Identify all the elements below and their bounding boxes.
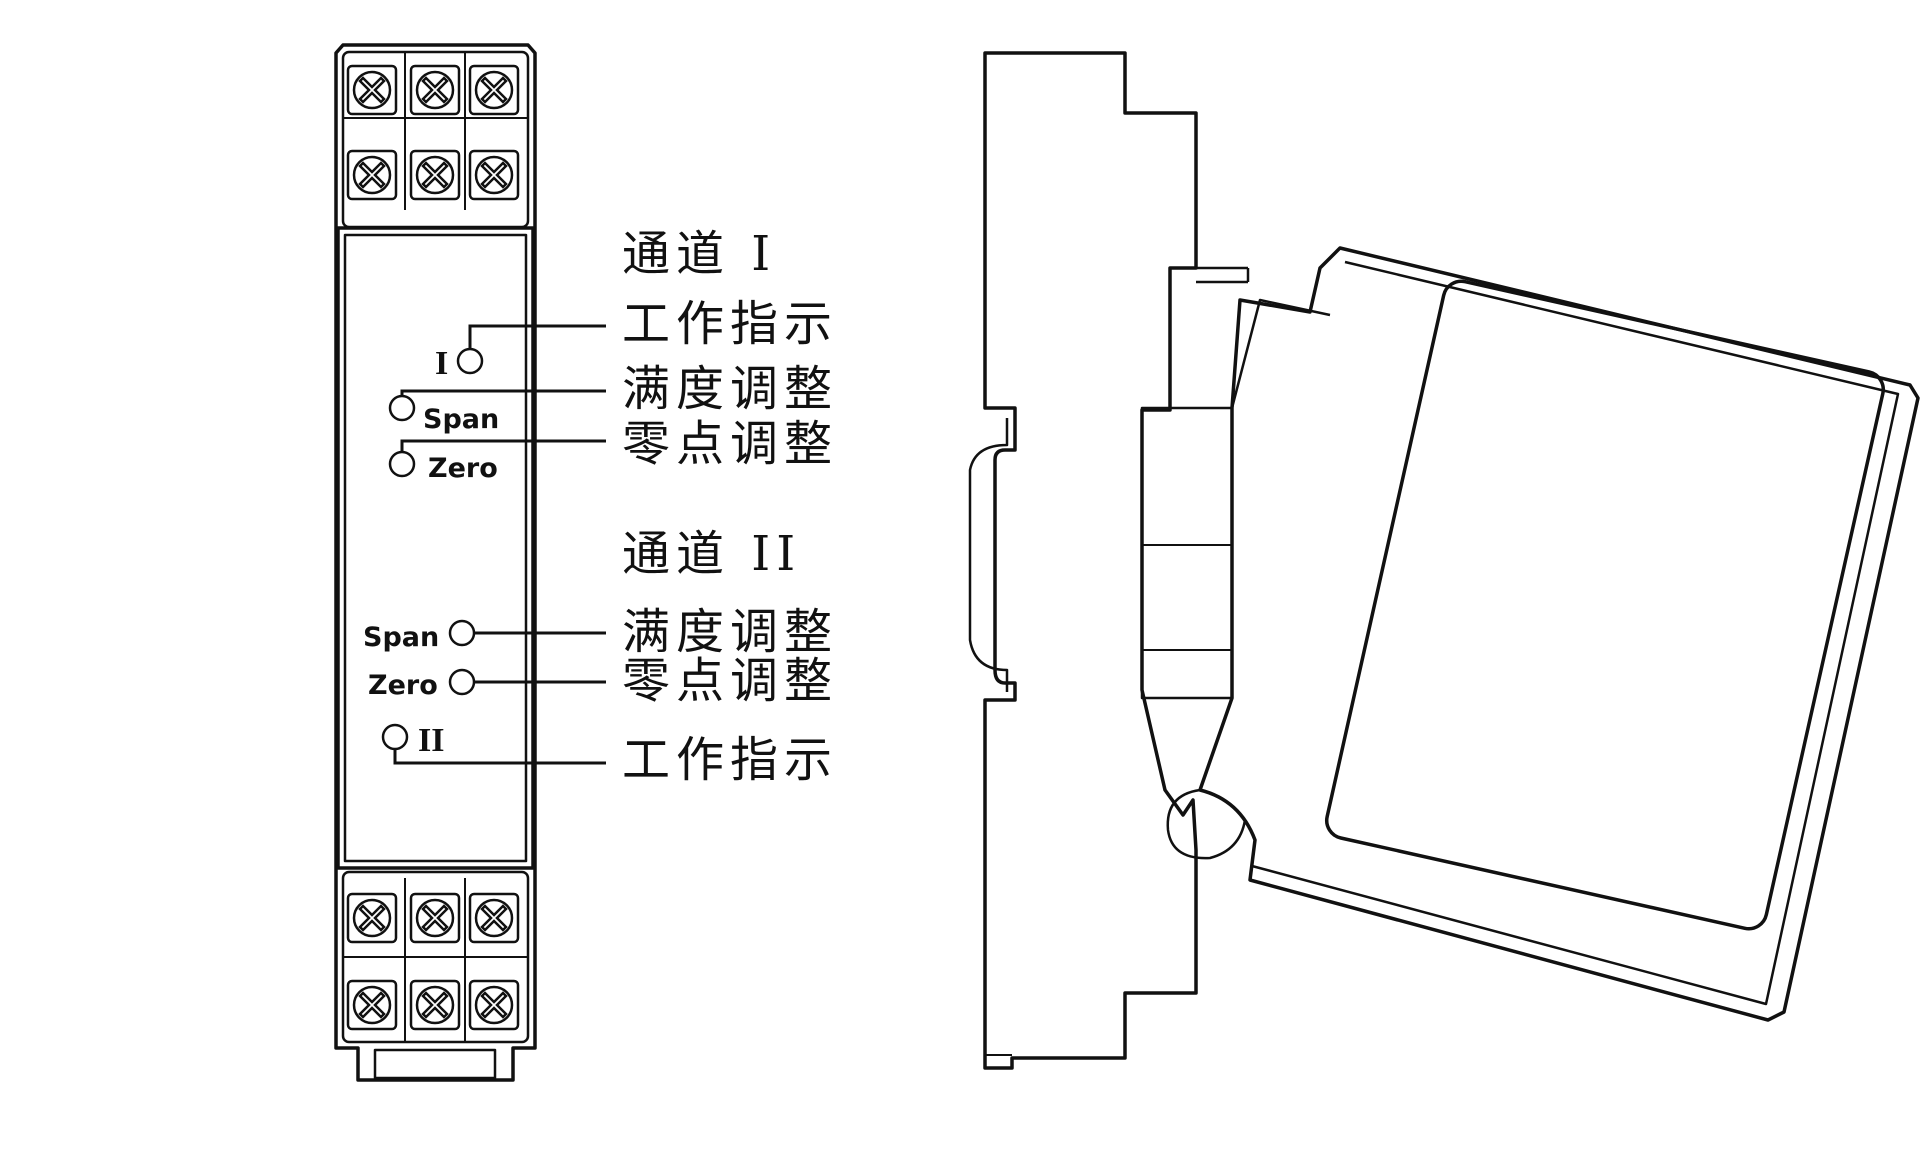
terminal-screw-icon (468, 149, 520, 201)
channel-1-heading: 通道 I (622, 226, 776, 282)
channel-1-span-mark: Span (423, 404, 499, 435)
terminal-screw-icon (409, 892, 461, 944)
channel-2-heading: 通道 II (622, 526, 801, 582)
din-clip-tab (373, 1048, 497, 1080)
terminal-screw-icon (346, 892, 398, 944)
channel-1-indicator-label: 工作指示 (622, 296, 838, 352)
channel-2-zero-pot-icon (448, 668, 476, 696)
terminal-screw-icon (468, 64, 520, 116)
terminal-screw-icon (346, 149, 398, 201)
channel-2-indicator-leader (393, 749, 606, 765)
side-view (968, 51, 1920, 1070)
channel-2-span-mark: Span (363, 622, 439, 653)
channel-1-zero-label: 零点调整 (622, 416, 838, 472)
channel-1-zero-pot-icon (388, 450, 416, 478)
terminal-screw-icon (468, 892, 520, 944)
channel-1-span-label: 满度调整 (622, 361, 838, 417)
channel-1-zero-mark: Zero (428, 453, 498, 484)
terminal-screw-icon (346, 64, 398, 116)
terminal-screw-icon (409, 979, 461, 1031)
front-panel (336, 226, 535, 870)
module-front-face (1324, 279, 1886, 931)
front-panel-inner (343, 233, 528, 863)
channel-1-indicator-mark: I (435, 345, 448, 382)
channel-2-indicator-label: 工作指示 (622, 732, 838, 788)
terminal-screw-icon (409, 64, 461, 116)
top-terminal-block (341, 50, 530, 229)
channel-2-indicator-mark: II (418, 722, 444, 759)
channel-1-indicator-leader (468, 324, 606, 349)
channel-1-span-pot-icon (388, 394, 416, 422)
channel-1-indicator-led-icon (456, 347, 484, 375)
channel-2-span-label: 满度调整 (622, 604, 838, 660)
front-view: 通道 I I 工作指示 Span 满度调整 Zero 零点调整 通道 II Sp… (334, 43, 838, 1082)
front-housing-outline (334, 43, 537, 1082)
channel-2-zero-label: 零点调整 (622, 653, 838, 709)
din-mount-base (983, 51, 1198, 1070)
latch-block (1140, 406, 1234, 700)
channel-1-zero-leader (400, 439, 606, 452)
channel-1-span-leader (400, 389, 606, 396)
channel-2-span-pot-icon (448, 619, 476, 647)
module-body-outline (1198, 246, 1920, 1022)
channel-2-zero-mark: Zero (368, 670, 438, 701)
channel-2-indicator-led-icon (381, 723, 409, 751)
terminal-screw-icon (468, 979, 520, 1031)
terminal-screw-icon (346, 979, 398, 1031)
terminal-screw-icon (409, 149, 461, 201)
